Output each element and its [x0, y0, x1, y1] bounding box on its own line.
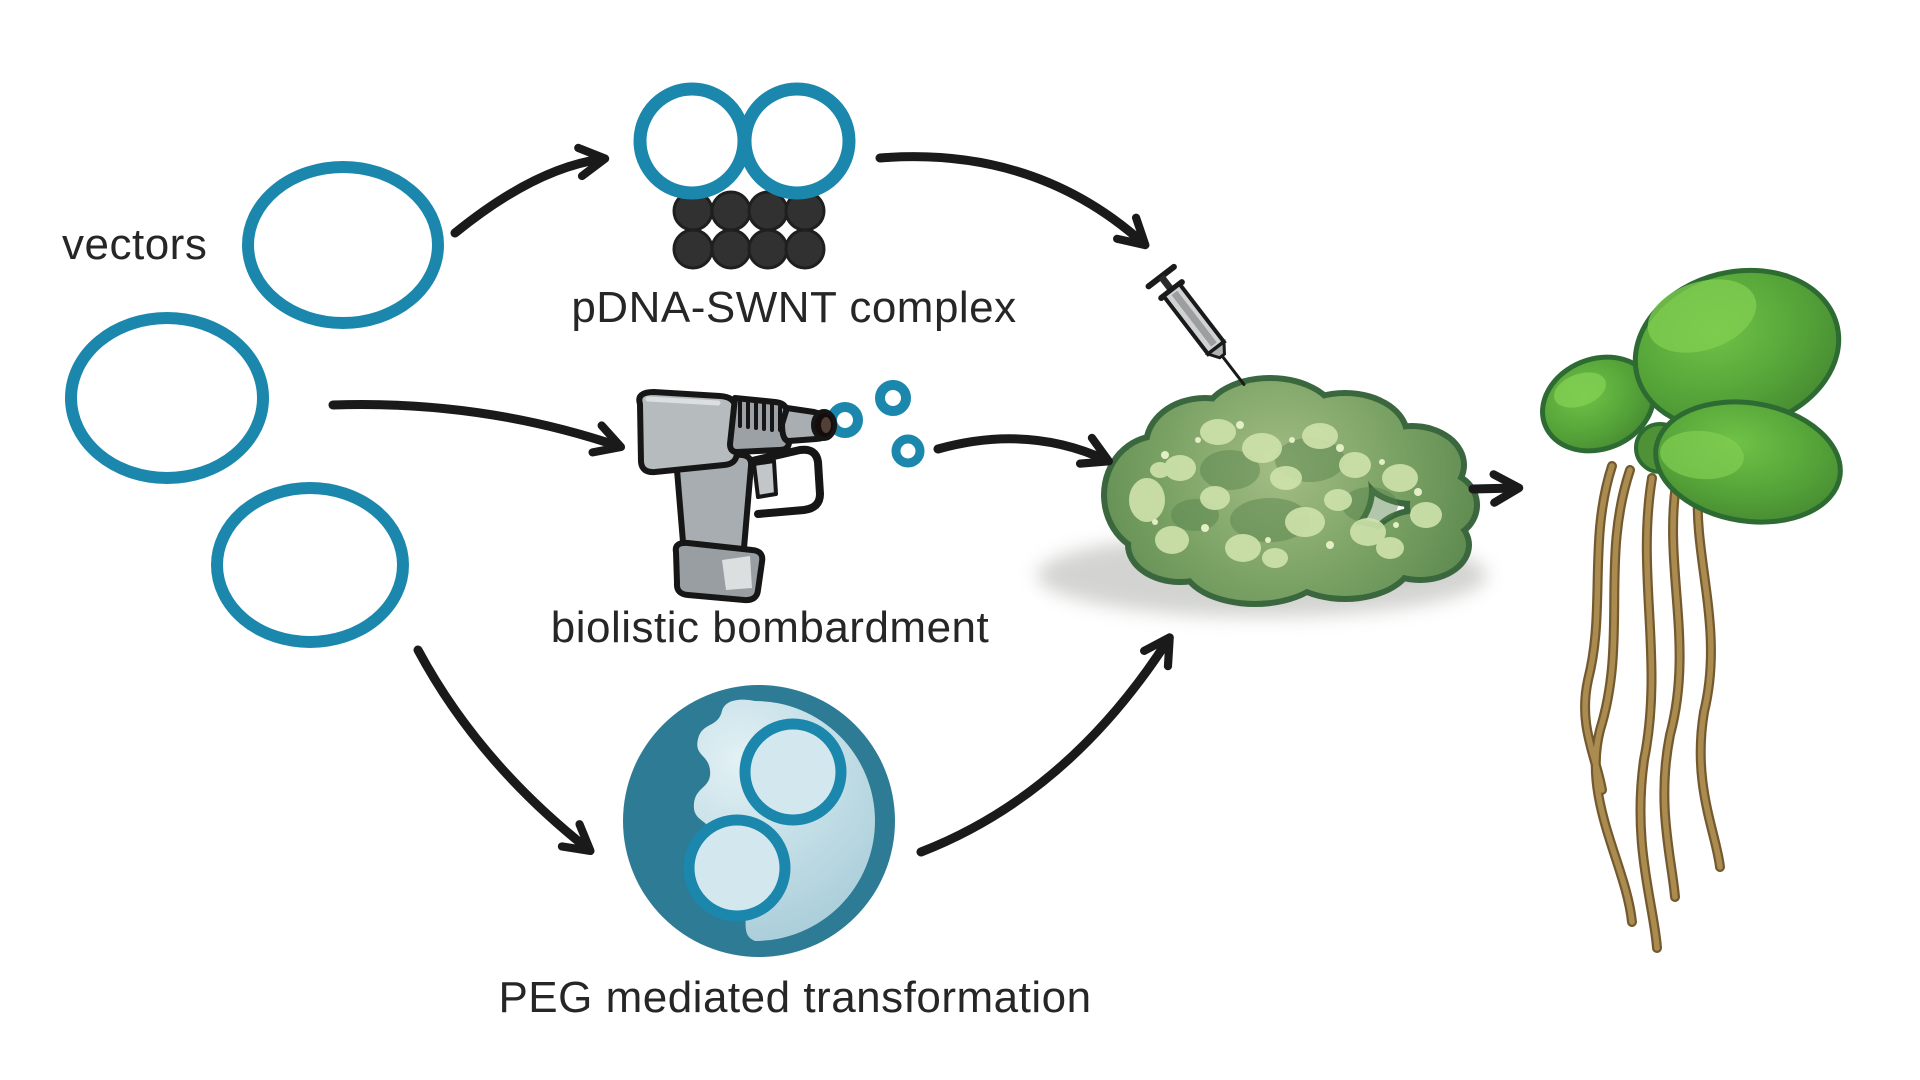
- biolistic-bombardment-label: biolistic bombardment: [550, 603, 990, 652]
- arrow-peg-cell-to-callus: [916, 633, 1174, 857]
- peg-transformation-label: PEG mediated transformation: [498, 973, 1092, 1022]
- callus-icon: [1101, 375, 1480, 607]
- pdna-swnt-complex-icon: [633, 82, 856, 270]
- arrow-callus-to-plant: [1468, 470, 1524, 507]
- syringe-icon: [1145, 263, 1246, 386]
- vectors-label: vectors: [62, 220, 208, 269]
- duckweed-plant-icon: [1540, 267, 1843, 953]
- arrow-vectors-to-gene-gun: [328, 400, 626, 457]
- protoplast-cell-icon: [623, 685, 895, 957]
- pdna-swnt-complex-label: pDNA-SWNT complex: [571, 283, 1017, 332]
- arrow-pdna-swnt-to-callus: [875, 152, 1150, 250]
- plant-roots: [1580, 461, 1725, 953]
- gene-gun-icon: [636, 389, 837, 604]
- particle-icon: [827, 380, 925, 468]
- plasmid-vector-circle-icon: [65, 161, 444, 648]
- arrow-vectors-to-pdna-swnt: [450, 143, 610, 238]
- arrow-gene-gun-to-callus: [933, 433, 1113, 468]
- arrow-vectors-to-peg-cell: [413, 645, 595, 856]
